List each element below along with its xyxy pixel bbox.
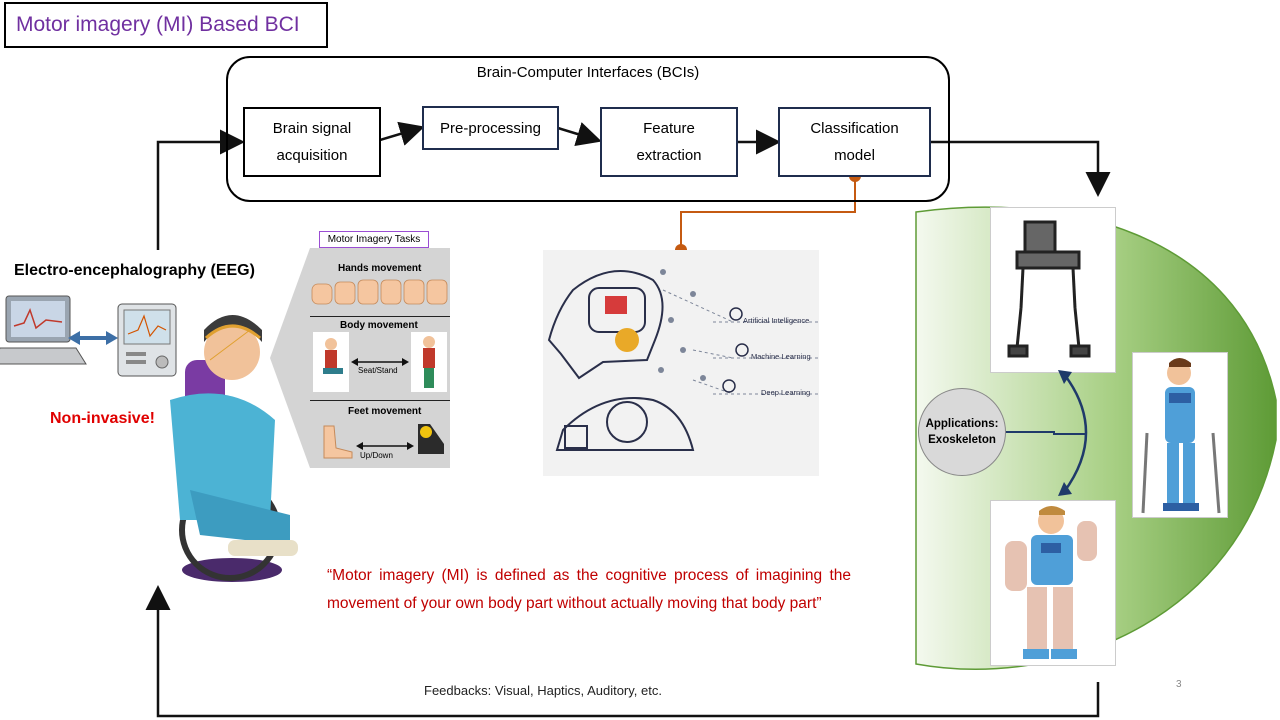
ai-label-artificial-intelligence: Artificial Intelligence <box>743 316 810 325</box>
step-acquisition[interactable]: Brain signal acquisition <box>243 107 381 177</box>
hands-icon <box>311 279 448 305</box>
feet-sub-label: Up/Down <box>360 451 393 460</box>
step-acquisition-line2: acquisition <box>276 147 348 164</box>
hands-movement-label: Hands movement <box>338 263 422 274</box>
eeg-illustration <box>0 295 298 582</box>
feet-movement-icon <box>323 424 444 459</box>
step-feature-line1: Feature <box>643 120 695 137</box>
page-number: 3 <box>1176 679 1182 690</box>
slide-title: Motor imagery (MI) Based BCI <box>4 2 328 48</box>
laptop-icon <box>0 295 87 365</box>
step-feature-extraction[interactable]: Feature extraction <box>600 107 738 177</box>
arrow-feedback <box>145 585 1100 718</box>
ai-label-machine-learning: Machine Learning <box>751 352 811 361</box>
body-movement-label: Body movement <box>340 320 418 331</box>
step-preprocessing[interactable]: Pre-processing <box>422 106 559 150</box>
exoskeleton-person-card <box>1132 352 1228 518</box>
body-sub-label: Seat/Stand <box>358 366 398 375</box>
step-classification[interactable]: Classification model <box>778 107 931 177</box>
feedback-label: Feedbacks: Visual, Haptics, Auditory, et… <box>424 683 662 698</box>
patient-wheelchair-icon <box>170 315 298 582</box>
exoskeleton-person-icon <box>1141 358 1221 514</box>
eeg-title: Electro-encephalography (EEG) <box>14 262 255 279</box>
ai-illustration: Artificial Intelligence Machine Learning… <box>543 250 819 476</box>
step-classification-line2: model <box>834 147 875 164</box>
step-preprocessing-label: Pre-processing <box>440 119 541 137</box>
step-acquisition-line1: Brain signal <box>272 120 352 137</box>
motor-imagery-tasks-label: Motor Imagery Tasks <box>319 231 429 248</box>
double-arrow-icon <box>68 331 118 345</box>
step-classification-line1: Classification <box>810 120 899 137</box>
body-movement-icon <box>313 332 447 392</box>
exoskeleton-frame-icon <box>1007 220 1091 358</box>
tasks-callout-wedge <box>270 248 310 468</box>
exoskeleton-frame-card <box>990 207 1116 373</box>
eeg-device-icon <box>117 303 177 377</box>
feet-movement-label: Feet movement <box>348 406 422 417</box>
application-arcs <box>1004 370 1088 496</box>
bci-title: Brain-Computer Interfaces (BCIs) <box>476 64 700 81</box>
arrow-step1-2 <box>379 121 425 146</box>
exoskeleton-robot-icon <box>1005 506 1097 659</box>
exoskeleton-robot-card <box>990 500 1116 666</box>
applications-line2: Exoskeleton <box>928 434 996 446</box>
arrow-classification-to-apps <box>930 140 1111 197</box>
motor-imagery-tasks-panel: Hands movement Body movement Seat/Stand … <box>310 248 450 468</box>
arrow-step2-3 <box>557 122 602 147</box>
step-feature-line2: extraction <box>636 147 702 164</box>
ai-label-deep-learning: Deep Learning <box>761 388 811 397</box>
mi-definition-quote: “Motor imagery (MI) is defined as the co… <box>327 567 851 612</box>
connector-classification-ai <box>680 176 856 250</box>
bci-frame <box>226 56 950 202</box>
applications-line1: Applications: <box>925 418 999 430</box>
robot-head-icon <box>547 269 818 451</box>
arrow-eeg-to-acquisition <box>156 129 245 250</box>
non-invasive-label: Non-invasive! <box>50 410 155 427</box>
applications-circle: Applications: Exoskeleton <box>918 388 1006 476</box>
